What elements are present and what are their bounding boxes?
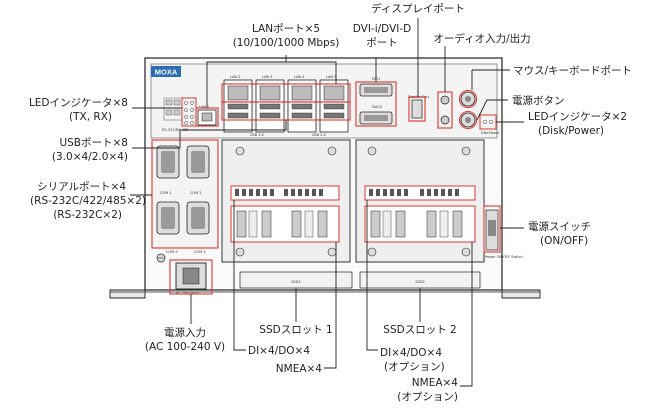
power-button-callout: 電源ボタン [512, 94, 565, 107]
lan-usb-stacks: LAN 2 LAN 3 LAN 4 LAN 5 USB 3.0 USB 2.0 [223, 75, 349, 137]
svg-text:(Disk/Power): (Disk/Power) [538, 125, 604, 137]
lan-port-1: LAN 1 [197, 105, 217, 126]
svg-text:DVI-D: DVI-D [372, 105, 382, 109]
expansion-module-1 [221, 139, 351, 263]
expansion-module-2 [355, 139, 485, 263]
svg-text:(オプション): (オプション) [384, 361, 445, 373]
lan-callout: LANポート×5 [252, 23, 320, 35]
power-button [458, 110, 478, 130]
audio-callout: オーディオ入力/出力 [433, 32, 530, 45]
usb-callout: USBポート×8 [59, 137, 128, 149]
svg-text:(オプション): (オプション) [397, 391, 458, 403]
ps2-ports [458, 89, 478, 109]
svg-text:(10/100/1000 Mbps): (10/100/1000 Mbps) [233, 37, 340, 49]
svg-text:(RS-232C×2): (RS-232C×2) [53, 209, 122, 221]
svg-text:(TX, RX): (TX, RX) [69, 111, 112, 123]
power-input-callout: 電源入力 [164, 326, 206, 339]
leader-lines [130, 18, 524, 387]
svg-text:ポート: ポート [366, 37, 398, 49]
svg-text:(ON/OFF): (ON/OFF) [540, 235, 588, 247]
tx-rx-led-panel: RS-232/RS-485 [162, 97, 197, 132]
display-port-callout: ディスプレイポート [371, 2, 465, 15]
led-right-callout: LEDインジケータ×2 [528, 111, 627, 123]
display-port: Display Port [408, 95, 430, 122]
svg-text:LAN 1: LAN 1 [199, 105, 209, 109]
svg-text:(3.0×4/2.0×4): (3.0×4/2.0×4) [52, 151, 128, 163]
ac-power-inlet: AC 100-240V [169, 259, 213, 295]
ssd-slot-2: SSD2 [359, 271, 481, 289]
ground-screw-icon [156, 253, 166, 263]
svg-text:Power: Power [489, 131, 500, 135]
moxa-logo: MOXA [151, 66, 181, 77]
callout-labels: LANポート×5 (10/100/1000 Mbps) DVI-i/DVI-D … [29, 2, 632, 403]
svg-text:SSD2: SSD2 [415, 280, 424, 284]
ssd2-callout: SSDスロット 2 [383, 324, 456, 336]
dio1-callout: DI×4/DO×4 [248, 345, 310, 357]
svg-text:COM 4: COM 4 [194, 250, 206, 254]
svg-text:AC 100-240V: AC 100-240V [176, 291, 200, 295]
led-left-callout: LEDインジケータ×8 [29, 97, 128, 109]
svg-text:(RS-232C/422/485×2): (RS-232C/422/485×2) [30, 195, 146, 207]
svg-text:COM 3: COM 3 [166, 250, 178, 254]
svg-text:USB 2.0: USB 2.0 [312, 133, 326, 137]
svg-text:MOXA: MOXA [155, 68, 178, 77]
svg-text:Power ON/OFF Switch: Power ON/OFF Switch [485, 255, 523, 259]
svg-text:COM 2: COM 2 [190, 191, 202, 195]
svg-text:LAN 2: LAN 2 [230, 75, 240, 79]
ssd1-callout: SSDスロット 1 [259, 324, 332, 336]
svg-text:(AC 100-240 V): (AC 100-240 V) [145, 341, 225, 353]
svg-text:LAN 5: LAN 5 [326, 75, 336, 79]
dio2-callout: DI×4/DO×4 [380, 347, 442, 359]
svg-text:LAN 4: LAN 4 [294, 75, 305, 79]
nmea2-callout: NMEA×4 [412, 377, 459, 389]
serial-callout: シリアルポート×4 [37, 181, 126, 193]
svg-text:COM 1: COM 1 [160, 191, 172, 195]
serial-ports: COM 1 COM 2 COM 3 COM 4 [151, 139, 219, 254]
nmea1-callout: NMEA×4 [276, 363, 323, 375]
svg-text:RS-232/RS-485: RS-232/RS-485 [162, 128, 188, 132]
svg-text:SSD1: SSD1 [291, 280, 300, 284]
ssd-slot-1: SSD1 [239, 271, 353, 289]
mouse-keyboard-callout: マウス/キーボードポート [513, 65, 632, 77]
svg-text:LAN 3: LAN 3 [262, 75, 272, 79]
power-switch: Power ON/OFF Switch [483, 205, 523, 259]
disk-power-leds: Disk Power [479, 114, 500, 135]
svg-text:USB 3.0: USB 3.0 [250, 133, 264, 137]
dvi-callout: DVI-i/DVI-D [353, 23, 411, 35]
power-switch-callout: 電源スイッチ [528, 220, 591, 233]
svg-text:Disk: Disk [481, 131, 489, 135]
